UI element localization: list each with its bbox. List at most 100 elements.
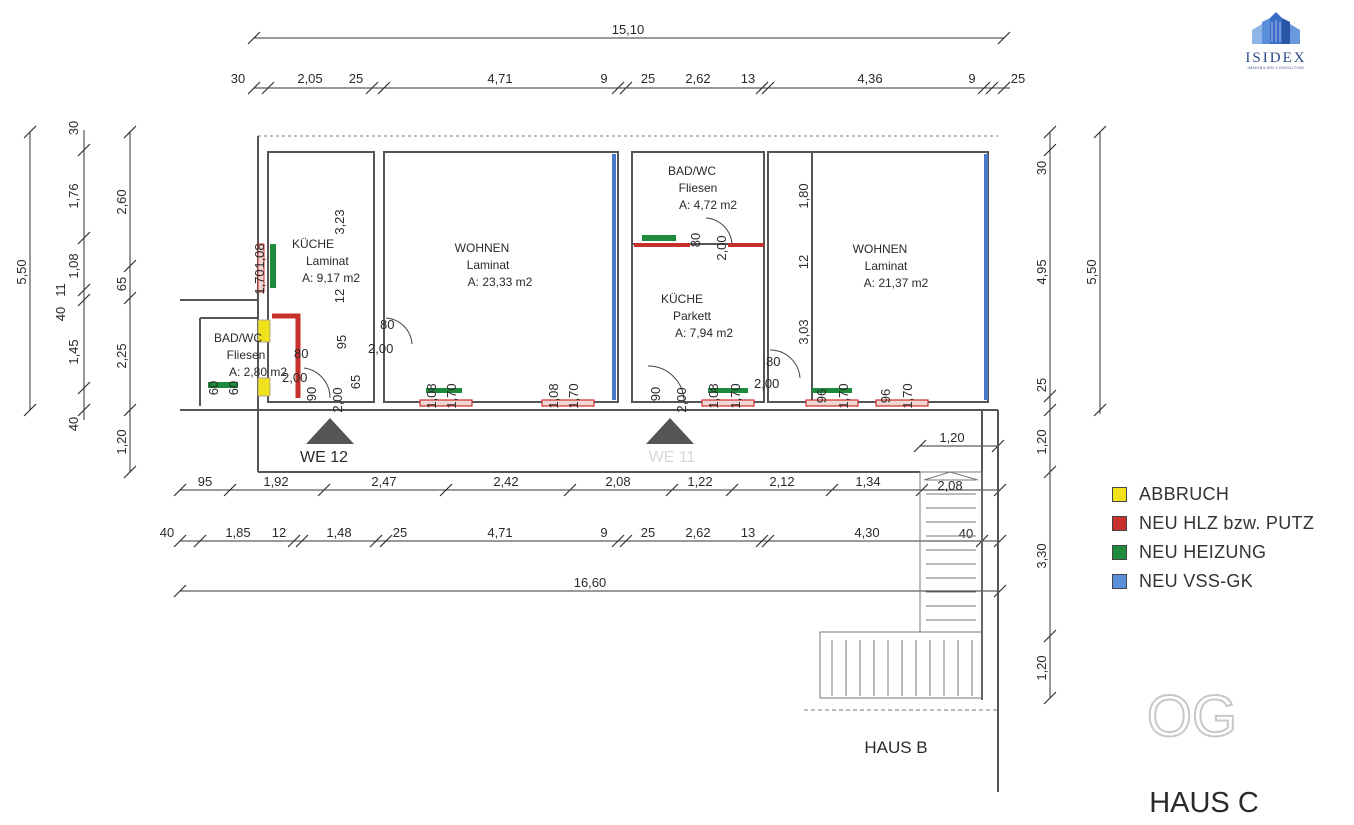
unit-label-we11: WE 11	[649, 449, 696, 466]
room-name: WOHNEN	[853, 242, 908, 256]
radiator	[642, 235, 676, 241]
room-floor: Parkett	[673, 309, 712, 323]
window	[701, 399, 755, 407]
inner-dim: 2,00	[674, 387, 689, 412]
dim-bottom2: 12	[272, 525, 286, 540]
door-swings	[303, 217, 801, 401]
inner-dim: 60	[206, 381, 221, 395]
dim-bottom1: 95	[198, 474, 212, 489]
legend-swatch	[1112, 487, 1127, 502]
dim-left-mid: 1,45	[66, 339, 81, 364]
window	[419, 399, 473, 407]
radiator	[812, 388, 852, 393]
building-label-c: HAUS C	[1149, 787, 1259, 819]
inner-dim: 1,70	[836, 383, 851, 408]
dim-top: 9	[968, 71, 975, 86]
abbruch-marker	[257, 377, 271, 397]
dim-stair-top: 1,20	[939, 430, 964, 445]
room-floor: Laminat	[467, 258, 510, 272]
room-area: A: 9,17 m2	[302, 271, 360, 285]
floor-label: OG	[1147, 684, 1237, 749]
dim-right-inner: 4,95	[1034, 259, 1049, 284]
legend: ABBRUCH NEU HLZ bzw. PUTZ NEU HEIZUNG NE…	[1112, 480, 1314, 596]
inner-dim: 12	[332, 289, 347, 303]
dim-top: 2,62	[685, 71, 710, 86]
dim-left-mid: 40	[66, 417, 81, 431]
inner-dim: 1,70	[900, 383, 915, 408]
dim-right-inner: 3,30	[1034, 543, 1049, 568]
window	[541, 399, 595, 407]
window	[875, 399, 929, 407]
inner-dim: 1,80	[796, 183, 811, 208]
room-name: BAD/WC	[214, 331, 262, 345]
dim-left-inner: 2,60	[114, 189, 129, 214]
room-area: A: 4,72 m2	[679, 198, 737, 212]
dim-bottom2: 25	[393, 525, 407, 540]
room-name: KÜCHE	[292, 237, 334, 251]
building-logo-icon	[1252, 12, 1300, 44]
window	[257, 243, 265, 293]
dim-bottom1: 2,47	[371, 474, 396, 489]
legend-label: NEU HEIZUNG	[1139, 542, 1267, 562]
inner-dim: 1,08	[424, 383, 439, 408]
inner-dim: 1,08	[706, 383, 721, 408]
dim-top: 30	[231, 71, 245, 86]
radiator	[426, 388, 462, 393]
markups	[208, 154, 988, 407]
dim-top-total: 15,10	[612, 22, 645, 37]
legend-item-hlz: NEU HLZ bzw. PUTZ	[1112, 509, 1314, 538]
dim-top: 9	[600, 71, 607, 86]
dim-bottom2: 4,71	[487, 525, 512, 540]
unit-label-we12: WE 12	[300, 449, 348, 466]
dim-bottom2: 9	[600, 525, 607, 540]
dim-bottom2: 4,30	[854, 525, 879, 540]
room-area: A: 23,33 m2	[468, 275, 533, 289]
dim-bottom1: 1,34	[855, 474, 880, 489]
room-labels: KÜCHE Laminat A: 9,17 m2 WOHNEN Laminat …	[214, 164, 929, 379]
dim-bottom2: 1,48	[326, 525, 351, 540]
dim-bottom1: 1,22	[687, 474, 712, 489]
inner-dim: 90	[648, 387, 663, 401]
room-area: A: 7,94 m2	[675, 326, 733, 340]
inner-dim: 12	[796, 255, 811, 269]
dim-right-inner: 30	[1034, 161, 1049, 175]
legend-item-abbruch: ABBRUCH	[1112, 480, 1314, 509]
inner-dim: 1,70	[728, 383, 743, 408]
inner-dimensions: 3,23 12 95 65 80 2,00 80 2,00 90 2,00 1,…	[206, 183, 915, 412]
dim-stair-width: 2,08	[937, 478, 962, 493]
dim-bottom2: 1,85	[225, 525, 250, 540]
inner-dim: 1,08	[252, 243, 267, 268]
inner-dim: 1,70	[444, 383, 459, 408]
dim-left-outer: 11	[53, 283, 68, 297]
dim-left-inner: 65	[114, 277, 129, 291]
inner-dim: 3,03	[796, 319, 811, 344]
room-name: BAD/WC	[668, 164, 716, 178]
inner-dim: 2,00	[714, 235, 729, 260]
dim-top: 25	[641, 71, 655, 86]
inner-dim: 1,70	[252, 269, 267, 294]
dimension-lines	[23, 31, 1107, 705]
inner-dim: 65	[348, 375, 363, 389]
dim-stair-side: 40	[959, 526, 973, 541]
company-logo: ISIDEX IMMOBILIEN CONSULTING	[1240, 10, 1312, 70]
inner-dim: 95	[334, 335, 349, 349]
logo-subtitle: IMMOBILIEN CONSULTING	[1247, 65, 1305, 70]
room-area: A: 21,37 m2	[864, 276, 929, 290]
inner-dim: 2,00	[368, 341, 393, 356]
inner-dim: 80	[688, 233, 703, 247]
inner-dim: 80	[766, 354, 780, 369]
entrance-marker	[306, 418, 354, 444]
legend-swatch	[1112, 574, 1127, 589]
window	[805, 399, 859, 407]
dim-right-outer: 5,50	[1084, 259, 1099, 284]
abbruch-marker	[257, 319, 271, 343]
dim-bottom2: 2,62	[685, 525, 710, 540]
inner-dim: 90	[304, 387, 319, 401]
inner-dim: 96	[814, 389, 829, 403]
inner-dim: 80	[380, 317, 394, 332]
legend-label: NEU HLZ bzw. PUTZ	[1139, 513, 1315, 533]
hlz-wall	[272, 313, 301, 398]
dim-bottom1: 2,12	[769, 474, 794, 489]
inner-dim: 2,00	[282, 370, 307, 385]
